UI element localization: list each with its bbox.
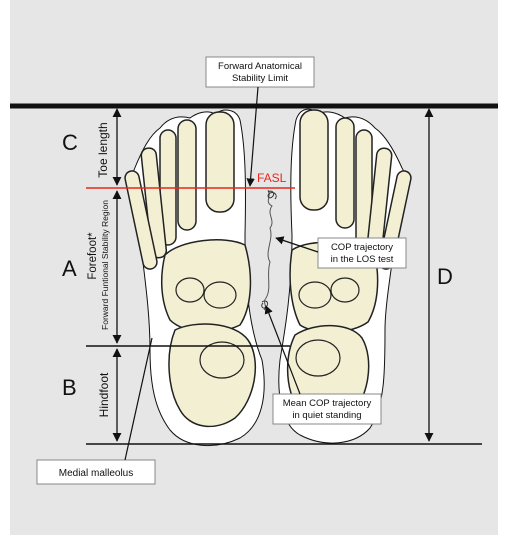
cop-los-line1: COP trajectory xyxy=(331,242,393,253)
left-midfoot xyxy=(162,240,251,332)
cop-los-line2: in the LOS test xyxy=(331,254,394,265)
right-toe-2 xyxy=(336,118,354,228)
right-talus xyxy=(296,340,340,376)
label-b: B xyxy=(62,375,77,400)
label-c: C xyxy=(62,130,78,155)
left-toe-2 xyxy=(178,120,196,230)
mean-cop-line2: in quiet standing xyxy=(292,410,361,421)
right-big-toe xyxy=(300,110,328,210)
fasl-label: FASL xyxy=(257,171,287,185)
forward-region-label: Forward Funtional Stability Region xyxy=(100,200,110,330)
left-navicular xyxy=(204,282,236,308)
label-d: D xyxy=(437,264,453,289)
left-big-toe xyxy=(206,112,234,212)
left-talus xyxy=(200,342,244,378)
mean-cop-line1: Mean COP trajectory xyxy=(283,398,372,409)
right-cuneiform xyxy=(331,278,359,302)
medial-malleolus-text: Medial malleolus xyxy=(59,468,133,479)
forward-limit-line1: Forward Anatomical xyxy=(218,61,302,72)
forefoot-label: Forefoot* xyxy=(87,232,99,280)
hindfoot-label: Hindfoot xyxy=(97,372,111,417)
right-navicular xyxy=(299,282,331,308)
forward-limit-line2: Stability Limit xyxy=(232,73,288,84)
toe-length-label: Toe length xyxy=(96,122,110,177)
label-a: A xyxy=(62,256,77,281)
left-cuneiform xyxy=(176,278,204,302)
